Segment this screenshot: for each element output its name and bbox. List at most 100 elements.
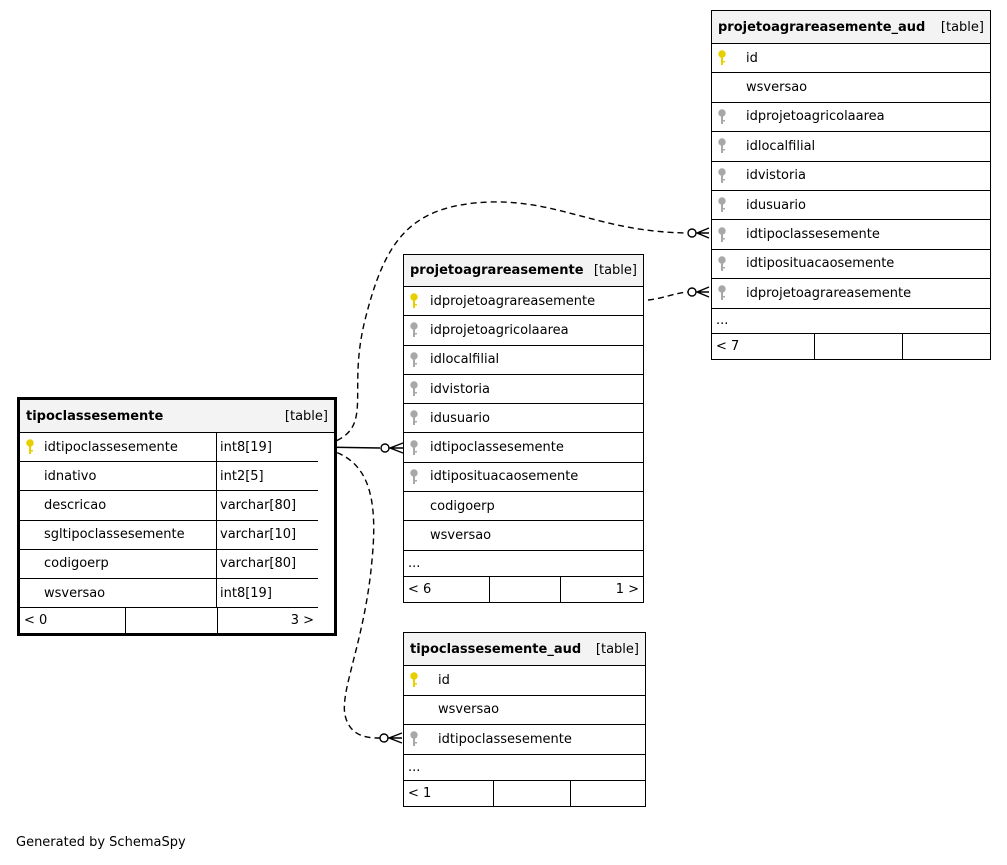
table-projetoagrareasemente[interactable]: projetoagrareasemente [table] idprojetoa… xyxy=(403,254,644,603)
foreign-key-icon xyxy=(718,256,746,272)
primary-key-icon xyxy=(410,672,438,688)
table-header: projetoagrareasemente_aud [table] xyxy=(712,11,990,44)
foreign-key-icon xyxy=(410,410,430,426)
column-row[interactable]: idprojetoagricolaarea xyxy=(712,103,990,133)
crowfoot-3 xyxy=(387,732,403,744)
foreign-key-icon xyxy=(718,168,746,184)
link-tipoclassesemente-projetoagrareasemente-aud xyxy=(317,201,689,448)
children-count[interactable]: 1 > xyxy=(560,576,643,602)
column-type: varchar[80] xyxy=(216,549,318,578)
column-row[interactable]: idusuario xyxy=(404,404,643,434)
generated-by-label: Generated by SchemaSpy xyxy=(16,835,186,850)
footer-middle xyxy=(814,333,902,359)
column-row[interactable]: idtipoclassesemente xyxy=(404,433,643,463)
column-row[interactable]: idprojetoagrareasemente xyxy=(404,287,643,317)
column-row[interactable]: wsversao xyxy=(712,73,990,103)
column-name: wsversao xyxy=(430,528,492,544)
column-name: idnativo xyxy=(44,468,97,484)
foreign-key-icon xyxy=(410,731,438,747)
table-footer: < 7 xyxy=(712,333,990,359)
column-name: idprojetoagricolaarea xyxy=(430,322,569,338)
column-row[interactable]: idtipoclassesemente xyxy=(712,220,990,250)
column-name: idlocalfilial xyxy=(430,352,500,368)
column-row[interactable]: wsversao int8[19] xyxy=(20,578,318,609)
table-header: tipoclassesemente [table] xyxy=(20,400,334,433)
table-name: projetoagrareasemente_aud xyxy=(718,19,926,35)
column-row[interactable]: idtiposituacaosemente xyxy=(712,250,990,280)
crowfoot-2 xyxy=(388,442,404,454)
column-row[interactable]: wsversao xyxy=(404,696,645,725)
column-row[interactable]: codigoerp xyxy=(404,492,643,522)
column-name: wsversao xyxy=(44,585,106,601)
optional-circle-4 xyxy=(687,287,697,297)
table-footer: < 0 3 > xyxy=(20,608,318,634)
column-type: int8[19] xyxy=(216,433,318,462)
column-row[interactable]: id xyxy=(712,44,990,74)
column-list: id wsversao idtipoclassesemente xyxy=(404,666,645,755)
parents-count[interactable]: < 7 xyxy=(716,338,740,354)
crowfoot-1 xyxy=(695,227,710,239)
table-tag: [table] xyxy=(940,19,984,35)
column-row[interactable]: idlocalfilial xyxy=(712,132,990,162)
column-name: idtipoclassesemente xyxy=(746,227,880,243)
column-list: idprojetoagrareasemente idprojetoagricola… xyxy=(404,287,643,551)
footer-middle xyxy=(489,576,560,602)
parents-count[interactable]: < 0 xyxy=(24,613,48,629)
optional-circle-2 xyxy=(380,443,390,453)
column-row[interactable]: id xyxy=(404,666,645,696)
foreign-key-icon xyxy=(718,197,746,213)
column-name: descricao xyxy=(44,497,107,513)
table-header: tipoclassesemente_aud [table] xyxy=(404,633,645,666)
foreign-key-icon xyxy=(410,381,430,397)
column-row[interactable]: idusuario xyxy=(712,191,990,221)
children-count[interactable]: 3 > xyxy=(217,608,318,634)
footer-middle xyxy=(125,608,217,634)
more-columns: ... xyxy=(404,551,643,577)
table-footer: < 1 xyxy=(404,780,645,806)
table-tag: [table] xyxy=(595,641,639,657)
column-row[interactable]: idtipoclassesemente xyxy=(404,725,645,755)
parents-count[interactable]: < 1 xyxy=(408,785,432,801)
foreign-key-icon xyxy=(410,469,430,485)
table-projetoagrareasemente-aud[interactable]: projetoagrareasemente_aud [table] id wsve… xyxy=(711,10,991,360)
column-row[interactable]: wsversao xyxy=(404,521,643,551)
optional-circle-1 xyxy=(687,228,697,238)
column-row[interactable]: idvistoria xyxy=(712,162,990,191)
parents-count[interactable]: < 6 xyxy=(408,581,432,597)
table-tipoclassesemente-aud[interactable]: tipoclassesemente_aud [table] id wsversao… xyxy=(403,632,646,807)
table-name: tipoclassesemente xyxy=(26,408,164,424)
column-name: idtipoclassesemente xyxy=(430,440,564,456)
primary-key-icon xyxy=(26,439,44,455)
column-type: varchar[10] xyxy=(216,520,318,549)
foreign-key-icon xyxy=(410,322,430,338)
children-count[interactable] xyxy=(570,780,645,806)
more-columns: ... xyxy=(712,309,990,334)
table-tipoclassesemente[interactable]: tipoclassesemente [table] idtipoclassese… xyxy=(17,397,337,637)
column-row[interactable]: idprojetoagrareasemente xyxy=(712,279,990,309)
column-name: idtiposituacaosemente xyxy=(430,469,579,485)
column-name: wsversao xyxy=(438,702,500,718)
column-type: int8[19] xyxy=(216,578,318,608)
foreign-key-icon xyxy=(718,109,746,125)
column-row[interactable]: idvistoria xyxy=(404,375,643,405)
column-row[interactable]: idprojetoagricolaarea xyxy=(404,316,643,346)
children-count[interactable] xyxy=(902,333,990,359)
column-name: idlocalfilial xyxy=(746,138,816,154)
crowfoot-4 xyxy=(695,286,710,298)
optional-circle-3 xyxy=(379,733,389,743)
foreign-key-icon xyxy=(718,285,746,301)
column-name: idtiposituacaosemente xyxy=(746,256,895,272)
table-name: projetoagrareasemente xyxy=(410,263,584,278)
column-name: id xyxy=(746,50,758,66)
column-row[interactable]: idlocalfilial xyxy=(404,346,643,375)
link-tipoclassesemente-tipoclassesemente-aud xyxy=(317,446,381,739)
column-row[interactable]: idtiposituacaosemente xyxy=(404,463,643,493)
